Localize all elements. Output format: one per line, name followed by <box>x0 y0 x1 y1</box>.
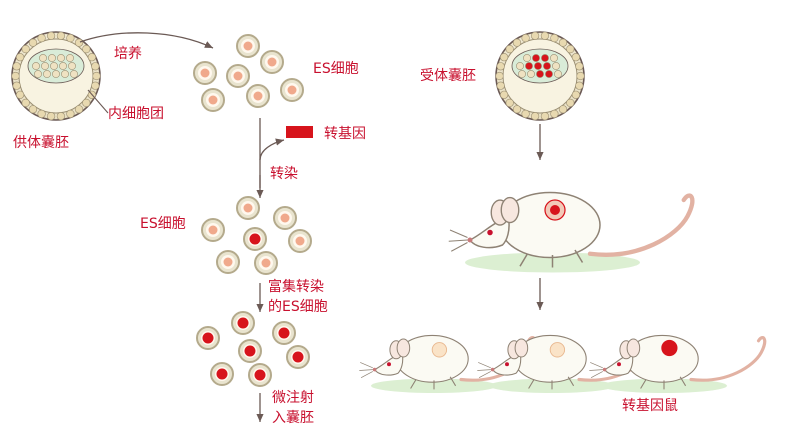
donor-blastocyst-label: 供体囊胚 <box>13 134 69 151</box>
transgene-label: 转基因 <box>324 125 366 142</box>
es-cells-mid-group <box>201 196 312 275</box>
es-cell <box>280 78 304 102</box>
es-cell <box>236 196 260 220</box>
culture-label: 培养 <box>114 46 142 62</box>
es-cells-enriched-group <box>196 311 310 387</box>
transfected-es-cell <box>248 363 272 387</box>
es-cells-top-group <box>193 34 304 112</box>
transfected-es-cell <box>272 321 296 345</box>
recipient-blastocyst-label: 受体囊胚 <box>420 67 476 84</box>
transgenic-mouse <box>587 333 767 395</box>
es-cell <box>254 251 278 275</box>
transfected-es-cell <box>238 339 262 363</box>
transfected-es-cell <box>210 362 234 386</box>
es-cell <box>236 34 260 58</box>
inject-label-line1: 微注射 <box>272 390 314 406</box>
enrich-label-line1: 富集转染 <box>268 278 324 295</box>
inner-cell-mass-pointer <box>87 89 109 114</box>
es-cell <box>193 61 217 85</box>
transgenic-mouse-label: 转基因鼠 <box>622 397 678 414</box>
transgene-dna-bar <box>286 126 313 138</box>
es-cell <box>201 218 225 242</box>
offspring-mouse-1 <box>357 333 537 395</box>
es-cell <box>226 64 250 88</box>
es-cell <box>216 250 240 274</box>
recipient-blastocyst <box>495 31 585 121</box>
es-cell <box>201 88 225 112</box>
es-cell <box>288 229 312 253</box>
transgene-arrow <box>259 138 285 161</box>
es-cell <box>273 206 297 230</box>
culture-arrow <box>79 32 214 49</box>
es-cell <box>246 84 270 108</box>
es-cell <box>260 50 284 74</box>
es-cells-label-top: ES细胞 <box>313 61 359 77</box>
offspring-mouse-2 <box>475 333 655 395</box>
donor-blastocyst <box>11 31 101 121</box>
transfected-es-cell <box>231 311 255 335</box>
inner-cell-mass-label: 内细胞团 <box>108 106 164 122</box>
transfected-es-cell <box>243 227 267 251</box>
transfection-label: 转染 <box>270 166 298 182</box>
enrich-label-line2: 的ES细胞 <box>268 299 328 315</box>
chimera-mouse <box>449 193 693 273</box>
inject-label-line2: 入囊胚 <box>272 409 314 426</box>
es-cells-label-mid: ES细胞 <box>140 216 186 232</box>
transfected-es-cell <box>286 345 310 369</box>
transfected-es-cell <box>196 326 220 350</box>
